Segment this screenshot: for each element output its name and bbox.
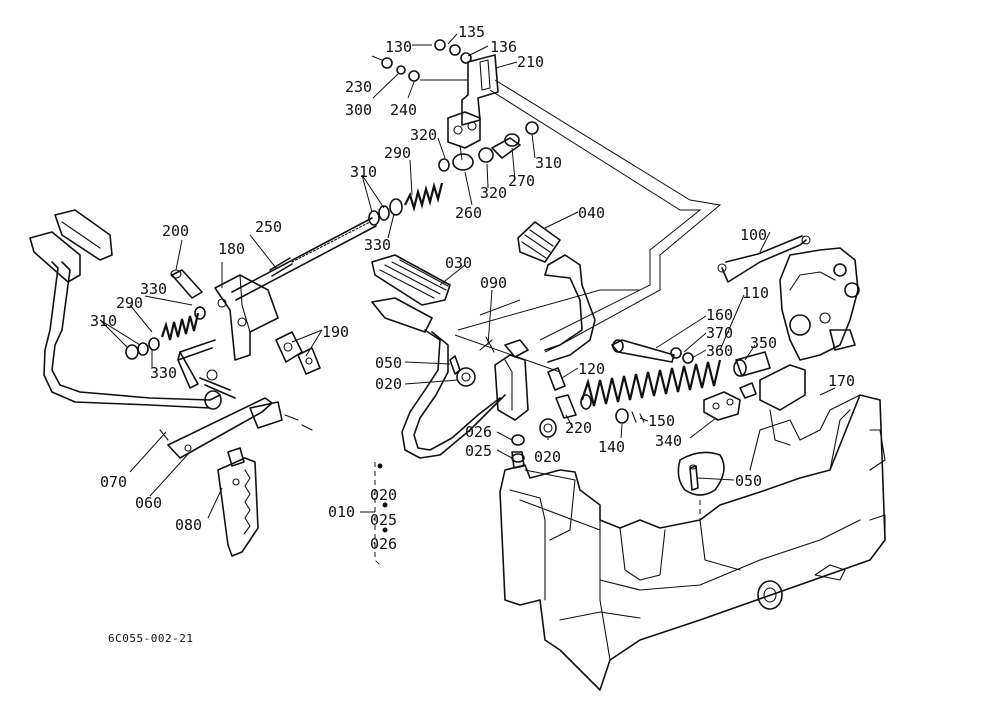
rod-350 bbox=[733, 351, 771, 399]
label-350: 350 bbox=[750, 334, 777, 352]
label-136: 136 bbox=[490, 38, 517, 56]
spring-110 bbox=[580, 359, 722, 410]
leader-lines bbox=[99, 33, 836, 519]
label-026-upper: 026 bbox=[465, 423, 492, 441]
label-040: 040 bbox=[578, 204, 605, 222]
label-020-lower: 020 bbox=[370, 486, 397, 504]
upper-bracket-210 bbox=[447, 54, 499, 161]
label-290-upper: 290 bbox=[384, 144, 411, 162]
label-070: 070 bbox=[100, 473, 127, 491]
label-135: 135 bbox=[458, 23, 485, 41]
label-140: 140 bbox=[598, 438, 625, 456]
label-190: 190 bbox=[322, 323, 349, 341]
label-320-upper: 320 bbox=[410, 126, 437, 144]
label-170: 170 bbox=[828, 372, 855, 390]
label-310-right: 310 bbox=[535, 154, 562, 172]
label-060: 060 bbox=[135, 494, 162, 512]
label-150: 150 bbox=[648, 412, 675, 430]
plates-190 bbox=[275, 331, 321, 375]
label-240: 240 bbox=[390, 101, 417, 119]
label-370: 370 bbox=[706, 324, 733, 342]
lock-plate-060 bbox=[159, 397, 313, 459]
pin-050 bbox=[689, 464, 699, 491]
label-230: 230 bbox=[345, 78, 372, 96]
label-360: 360 bbox=[706, 342, 733, 360]
clevis-340 bbox=[703, 391, 741, 421]
label-090: 090 bbox=[480, 274, 507, 292]
label-120: 120 bbox=[578, 360, 605, 378]
shaft-assembly bbox=[449, 336, 577, 469]
pedal-arm-030 bbox=[401, 329, 506, 459]
label-010: 010 bbox=[328, 503, 355, 521]
label-220: 220 bbox=[565, 419, 592, 437]
label-210: 210 bbox=[517, 53, 544, 71]
label-180: 180 bbox=[218, 240, 245, 258]
bracket-180 bbox=[170, 269, 279, 361]
pedal-pad-030 bbox=[371, 254, 451, 333]
label-050-lower: 050 bbox=[735, 472, 762, 490]
label-160: 160 bbox=[706, 306, 733, 324]
pedal-pad-040 bbox=[517, 221, 561, 263]
spring-290-upper bbox=[404, 181, 444, 213]
label-080: 080 bbox=[175, 516, 202, 534]
assembly-010-bracket bbox=[374, 462, 388, 566]
label-330-lower: 330 bbox=[150, 364, 177, 382]
spring-290-lower bbox=[160, 306, 206, 341]
label-320-lower: 320 bbox=[480, 184, 507, 202]
label-330-left: 330 bbox=[140, 280, 167, 298]
label-025-lower: 025 bbox=[370, 511, 397, 529]
part-labels: 130 135 136 210 230 300 240 320 310 290 … bbox=[90, 23, 855, 645]
rod-100 bbox=[717, 235, 811, 283]
label-020-middle: 020 bbox=[534, 448, 561, 466]
washers-310-upper bbox=[368, 198, 403, 226]
label-030: 030 bbox=[445, 254, 472, 272]
washer-140-pin-150 bbox=[615, 408, 645, 424]
label-050-upper: 050 bbox=[375, 354, 402, 372]
label-200: 200 bbox=[162, 222, 189, 240]
label-300: 300 bbox=[345, 101, 372, 119]
label-310-upper: 310 bbox=[350, 163, 377, 181]
label-025-upper: 025 bbox=[465, 442, 492, 460]
label-020-upper: 020 bbox=[375, 375, 402, 393]
label-026-lower: 026 bbox=[370, 535, 397, 553]
brake-pedal-left bbox=[29, 209, 236, 410]
pedal-arm-040 bbox=[544, 254, 596, 363]
label-260: 260 bbox=[455, 204, 482, 222]
label-330-upper: 330 bbox=[364, 236, 391, 254]
mounting-bracket bbox=[759, 247, 860, 446]
label-130: 130 bbox=[385, 38, 412, 56]
label-250: 250 bbox=[255, 218, 282, 236]
ratchet-lever-080 bbox=[217, 447, 259, 557]
bolt-160 bbox=[611, 339, 675, 363]
link-lines bbox=[454, 79, 722, 373]
label-110: 110 bbox=[742, 284, 769, 302]
washers-310-lower bbox=[125, 337, 160, 360]
label-340: 340 bbox=[655, 432, 682, 450]
label-290-left: 290 bbox=[116, 294, 143, 312]
label-100: 100 bbox=[740, 226, 767, 244]
threaded-rod-250 bbox=[231, 217, 377, 301]
label-310-left: 310 bbox=[90, 312, 117, 330]
small-hardware bbox=[381, 39, 539, 172]
label-270: 270 bbox=[508, 172, 535, 190]
frame-chassis bbox=[499, 394, 886, 691]
drawing-code: 6C055-002-21 bbox=[108, 632, 193, 645]
